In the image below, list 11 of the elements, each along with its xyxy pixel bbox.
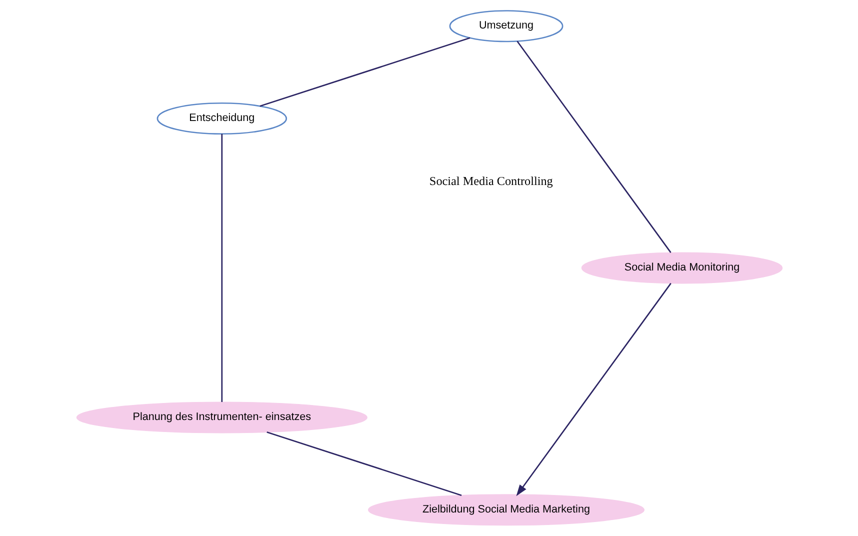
node-ellipse: Planung des Instrumenten- einsatzes xyxy=(76,402,367,434)
arrow xyxy=(516,282,671,496)
connector xyxy=(516,40,671,253)
connector xyxy=(266,431,462,496)
node-ellipse: Entscheidung xyxy=(156,102,287,135)
connector xyxy=(259,37,470,107)
node-ellipse: Social Media Monitoring xyxy=(580,252,782,284)
node-ellipse: Umsetzung xyxy=(448,10,563,42)
node-ellipse: Zielbildung Social Media Marketing xyxy=(367,494,644,526)
connector xyxy=(220,134,222,402)
label: Social Media Controlling xyxy=(428,174,552,188)
